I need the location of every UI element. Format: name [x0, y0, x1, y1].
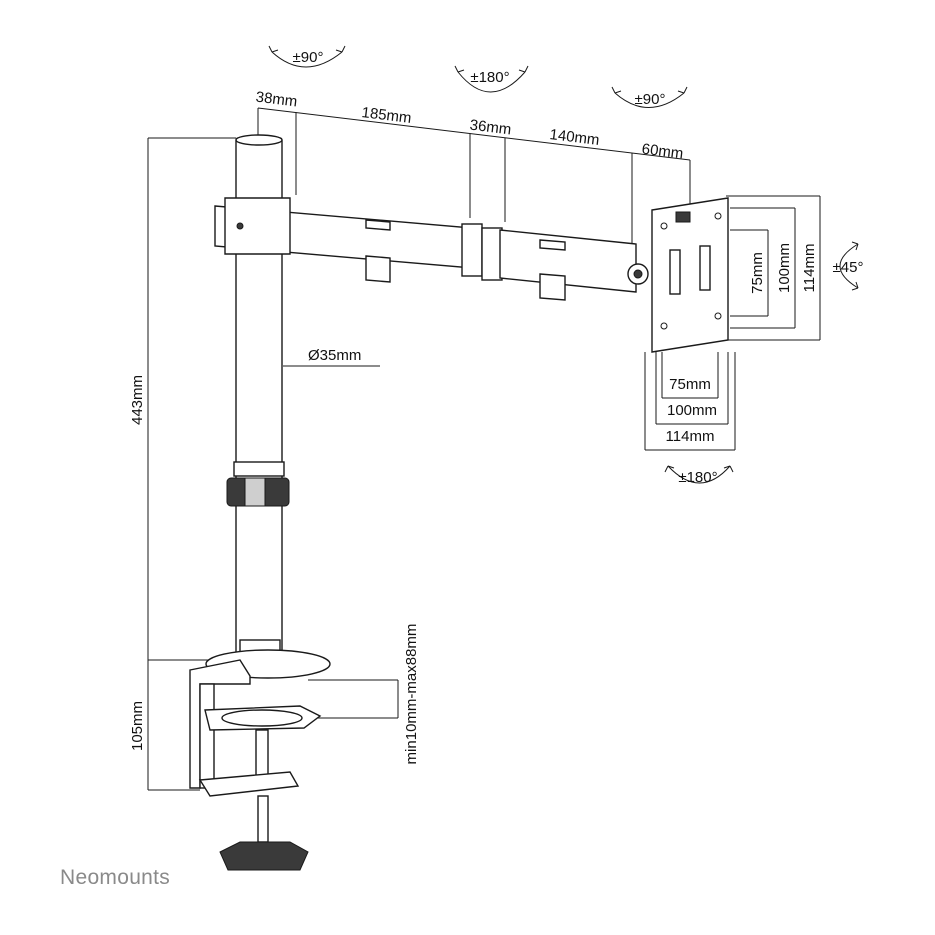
rotation-arcs [268, 45, 859, 484]
label-vesa-v-100: 100mm [776, 243, 793, 293]
pole [226, 134, 290, 659]
label-height: 443mm [129, 375, 146, 425]
vesa-plate [651, 197, 729, 353]
label-head: 60mm [641, 141, 684, 163]
label-tilt: ±45° [833, 259, 864, 276]
brand-logo-text: Neomounts [60, 866, 170, 889]
desk-clamp [189, 649, 331, 871]
label-arm-2: 140mm [549, 126, 601, 149]
labels: ±90° ±180° ±90° ±45° ±180° 38mm 185mm 36… [60, 49, 863, 889]
label-head-swivel: ±90° [635, 91, 666, 108]
label-vesa-h-75: 75mm [669, 376, 711, 393]
label-joint-swivel: ±180° [470, 69, 509, 86]
label-joint: 36mm [469, 117, 512, 139]
label-vesa-h-114: 114mm [666, 428, 715, 445]
label-vesa-v-75: 75mm [749, 252, 766, 294]
dimension-lines [147, 107, 821, 791]
arm [214, 197, 649, 301]
label-rotate: ±180° [678, 469, 717, 486]
label-pole-swivel: ±90° [293, 49, 324, 66]
label-vesa-h-100: 100mm [667, 402, 717, 419]
label-vesa-v-114: 114mm [801, 244, 818, 293]
label-clamp-height: 105mm [129, 701, 146, 751]
label-pole-top: 38mm [255, 89, 298, 111]
label-arm-1: 185mm [361, 104, 413, 127]
label-pole-diameter: Ø35mm [308, 347, 361, 364]
label-desk-thickness: min10mm-max88mm [403, 624, 420, 765]
